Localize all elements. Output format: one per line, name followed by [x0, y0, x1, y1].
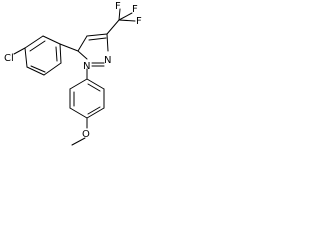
nitrogen-label-lower: N: [83, 61, 90, 72]
oxygen-label: O: [82, 129, 90, 140]
fluorine-label-top-left: F: [115, 1, 121, 12]
molecule-canvas: Cl N N O F F F: [0, 0, 148, 161]
fluorine-label-top-right: F: [132, 4, 138, 15]
fluorine-label-right: F: [136, 16, 142, 27]
bond-lines: [13, 8, 136, 146]
atom-labels: Cl N N O F F F: [4, 1, 142, 140]
nitrogen-label-upper: N: [104, 55, 111, 66]
chlorine-label: Cl: [4, 53, 14, 64]
structure-diagram: Cl N N O F F F: [4, 1, 142, 146]
